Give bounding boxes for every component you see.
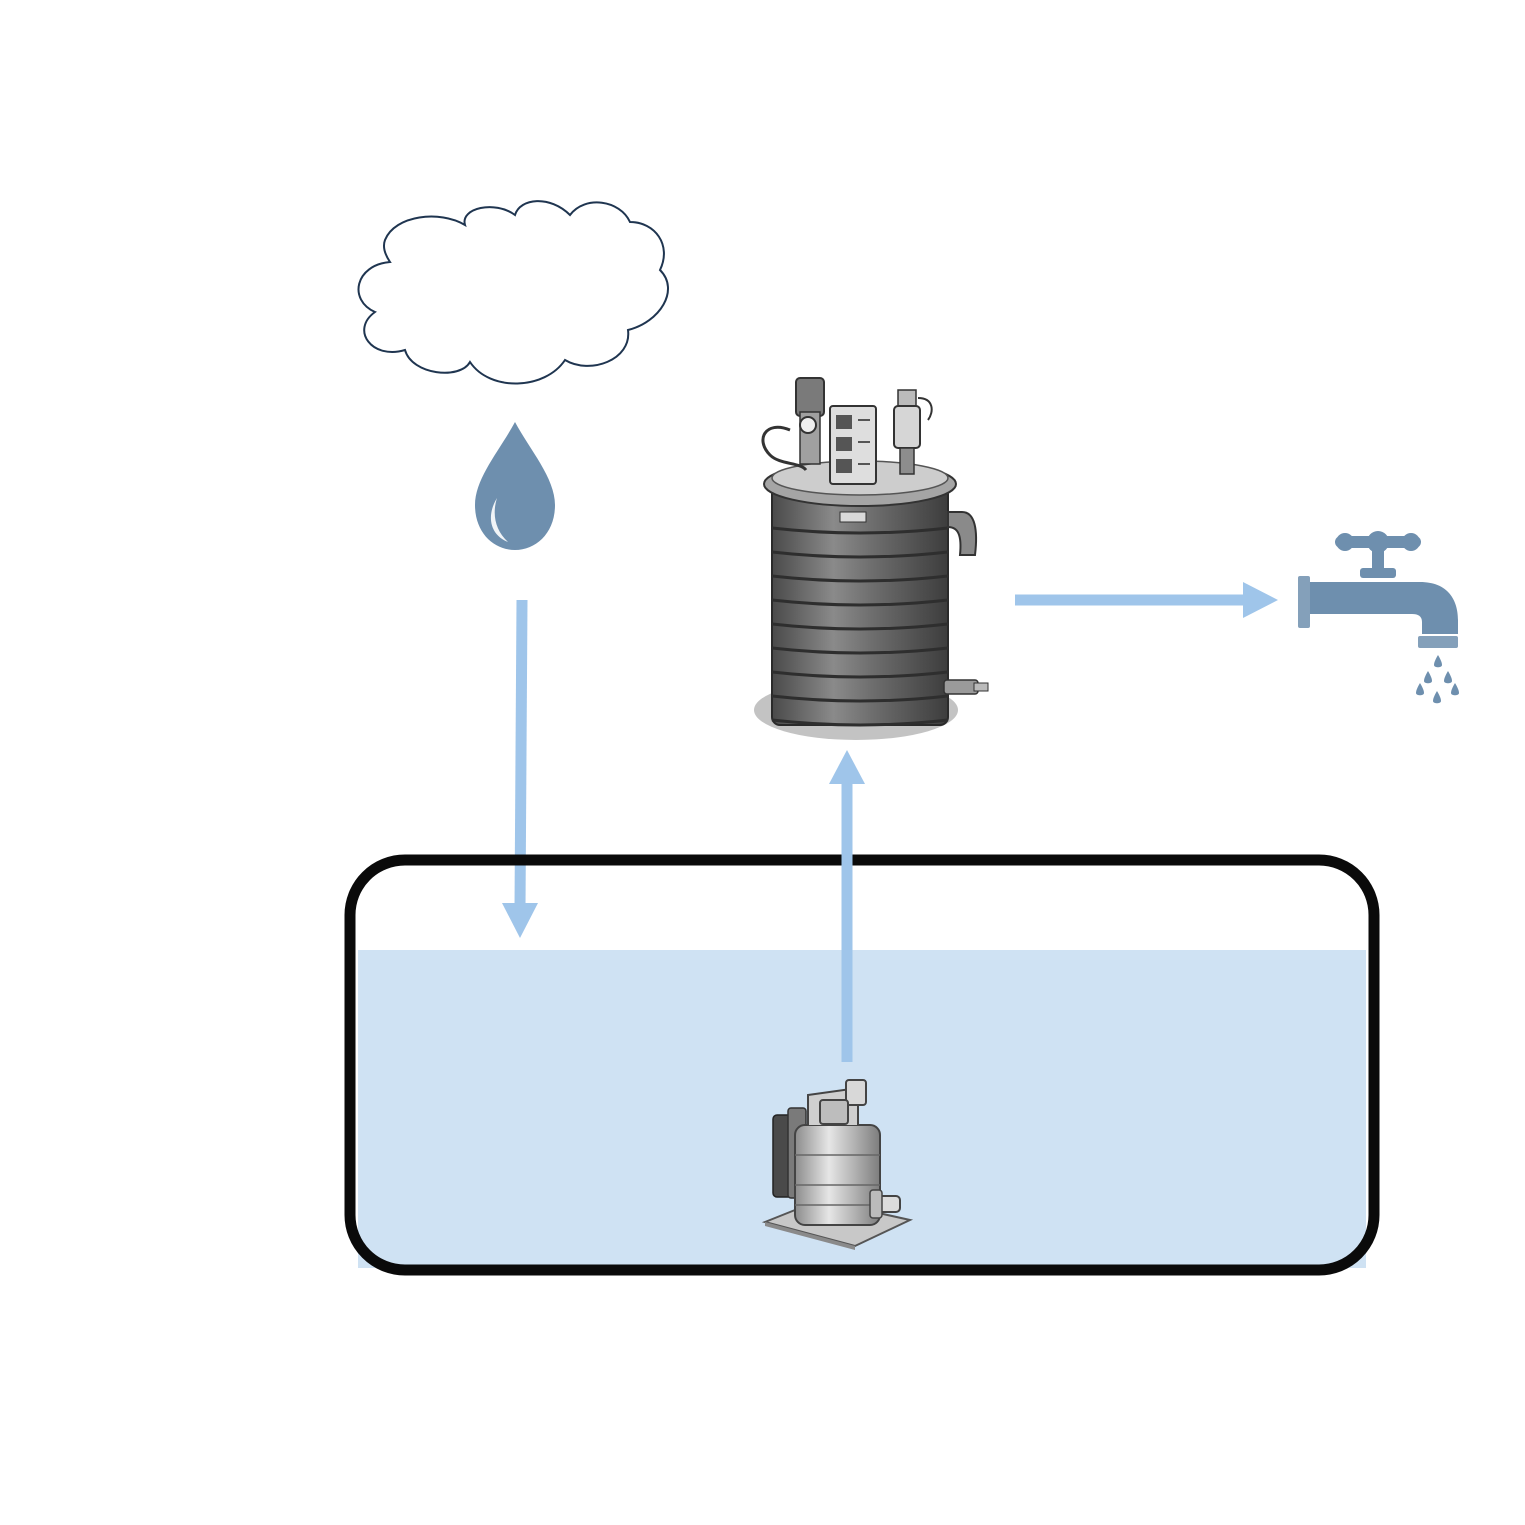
submersible-pump-icon <box>761 1079 914 1250</box>
water-drop-icon <box>1416 683 1424 696</box>
tank-rib <box>771 622 949 631</box>
tank-rib <box>771 574 949 583</box>
faucet-icon <box>1298 531 1459 704</box>
raindrop-icon <box>475 422 555 550</box>
water-drop-icon <box>1433 691 1441 704</box>
tank-rib <box>771 646 949 655</box>
water-drop-icon <box>1434 655 1442 668</box>
arrow-rain-to-storage <box>502 599 538 938</box>
tank-rib <box>771 694 949 703</box>
tank-rib <box>771 670 949 679</box>
arrow-pressure-tank-to-faucet <box>1015 582 1278 618</box>
tank-rib <box>771 598 949 607</box>
cloud-icon <box>357 200 669 385</box>
tank-rib <box>771 718 949 727</box>
water-drop-icon <box>1424 671 1432 684</box>
tank-rib <box>771 526 949 535</box>
pressure-tank-icon <box>754 377 989 740</box>
water-drop-icon <box>1451 683 1459 696</box>
water-drop-icon <box>1444 671 1452 684</box>
arrow-pump-to-pressure-tank <box>829 750 865 1062</box>
storage-tank-icon <box>344 854 1380 1276</box>
tank-rib <box>771 550 949 559</box>
